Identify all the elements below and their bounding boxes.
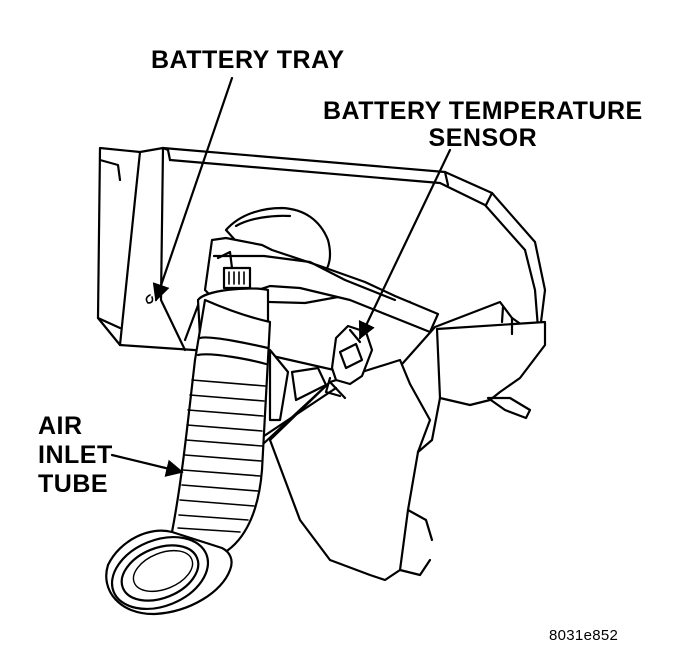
air-inlet-label-line2: INLET — [38, 441, 113, 469]
air-inlet-tube — [105, 298, 272, 616]
air-inlet-leader — [110, 453, 184, 477]
temp-sensor-label-line1: BATTERY TEMPERATURE — [323, 97, 643, 125]
battery-temperature-sensor-label: BATTERY TEMPERATURE SENSOR — [323, 98, 643, 152]
battery-tray-label: BATTERY TRAY — [151, 47, 345, 74]
tray-bracket — [260, 305, 547, 582]
temp-sensor-label-line2: SENSOR — [428, 124, 538, 152]
figure-number: 8031e852 — [549, 627, 619, 644]
temp-sensor-leader — [358, 148, 452, 340]
air-inlet-tube-label: AIR INLET TUBE — [38, 412, 113, 499]
air-inlet-label-line1: AIR — [38, 412, 83, 440]
support-strut — [256, 348, 338, 442]
air-inlet-label-line3: TUBE — [38, 470, 109, 498]
battery-temperature-sensor — [324, 324, 374, 398]
battery-tray-leader — [152, 76, 234, 302]
battery-tray-label-text: BATTERY TRAY — [151, 46, 345, 74]
